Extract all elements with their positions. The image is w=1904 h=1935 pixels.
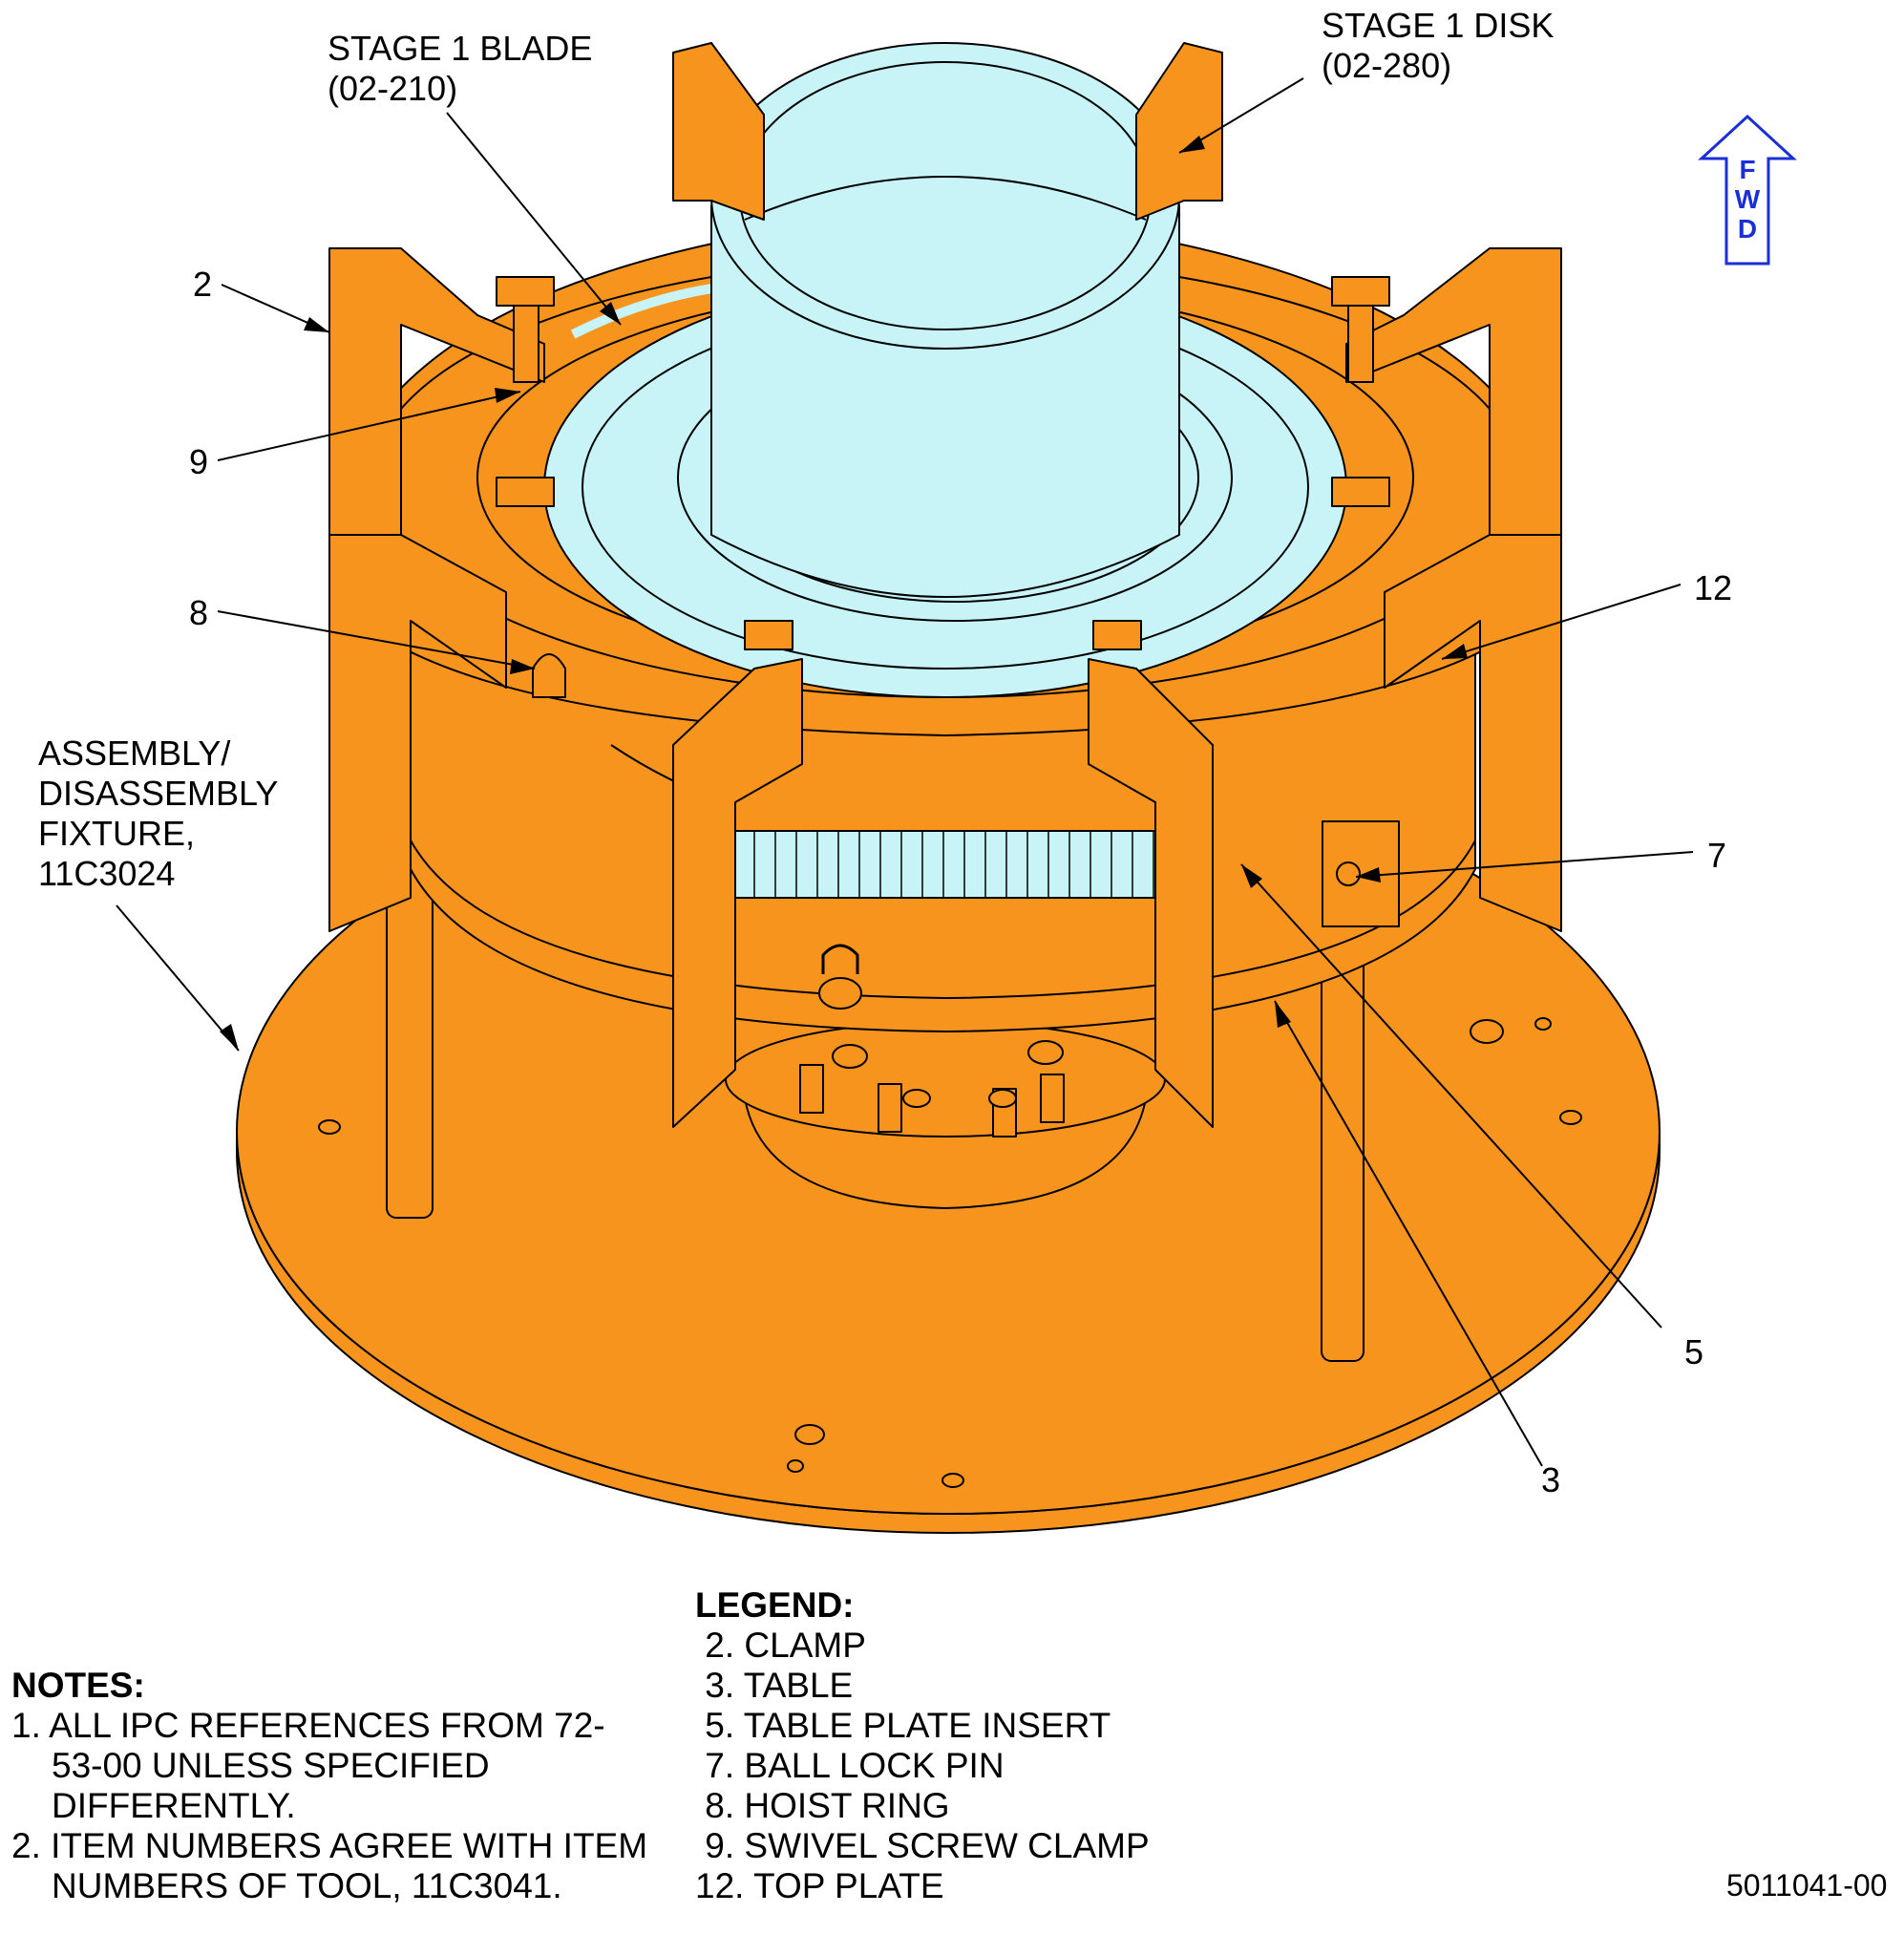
hoist-ring-front: [821, 944, 859, 974]
note-item: 2. ITEM NUMBERS AGREE WITH ITEM NUMBERS …: [11, 1826, 648, 1905]
legend-heading: LEGEND:: [695, 1585, 855, 1625]
item-number-2: 2: [193, 265, 213, 304]
leader-5: [1240, 863, 1662, 1329]
notes-block: NOTES: 1. ALL IPC REFERENCES FROM 72-53-…: [11, 1666, 720, 1906]
item-number-9: 9: [189, 442, 209, 481]
callout-stage1-disk: STAGE 1 DISK (02-280): [1322, 6, 1555, 85]
fwd-arrow-icon: [1698, 114, 1797, 266]
legend-item: 5. TABLE PLATE INSERT: [695, 1706, 1111, 1745]
leader-12: [1441, 584, 1682, 660]
legend-item: 9. SWIVEL SCREW CLAMP: [695, 1826, 1150, 1865]
note-item: 1. ALL IPC REFERENCES FROM 72-53-00 UNLE…: [11, 1706, 605, 1825]
notes-heading: NOTES:: [11, 1666, 145, 1705]
legend-block: LEGEND: 2. CLAMP 3. TABLE 5. TABLE PLATE…: [695, 1585, 1150, 1906]
callout-fixture: ASSEMBLY/ DISASSEMBLY FIXTURE, 11C3024: [38, 734, 279, 893]
leader-8: [217, 610, 536, 670]
figure-number: 5011041-00: [1726, 1868, 1888, 1903]
leader-stage1-blade: [446, 112, 622, 326]
legend-item: 12. TOP PLATE: [695, 1866, 944, 1905]
legend-item: 8. HOIST RING: [695, 1786, 950, 1825]
legend-item: 2. CLAMP: [695, 1626, 866, 1665]
item-number-3: 3: [1541, 1460, 1561, 1499]
legend-item: 7. BALL LOCK PIN: [695, 1746, 1005, 1785]
item-number-12: 12: [1694, 568, 1733, 607]
fwd-label: F W D: [1734, 155, 1761, 244]
leader-7: [1355, 851, 1694, 878]
leader-fixture: [116, 904, 240, 1052]
legend-item: 3. TABLE: [695, 1666, 854, 1705]
hoist-ring-left: [532, 653, 566, 698]
stage1-blades: [570, 282, 727, 339]
leader-3: [1274, 1000, 1543, 1467]
item-number-7: 7: [1707, 836, 1727, 875]
item-number-5: 5: [1684, 1332, 1704, 1372]
callout-stage1-blade: STAGE 1 BLADE (02-210): [328, 29, 593, 108]
leader-9: [217, 391, 521, 461]
item-number-8: 8: [189, 593, 209, 632]
